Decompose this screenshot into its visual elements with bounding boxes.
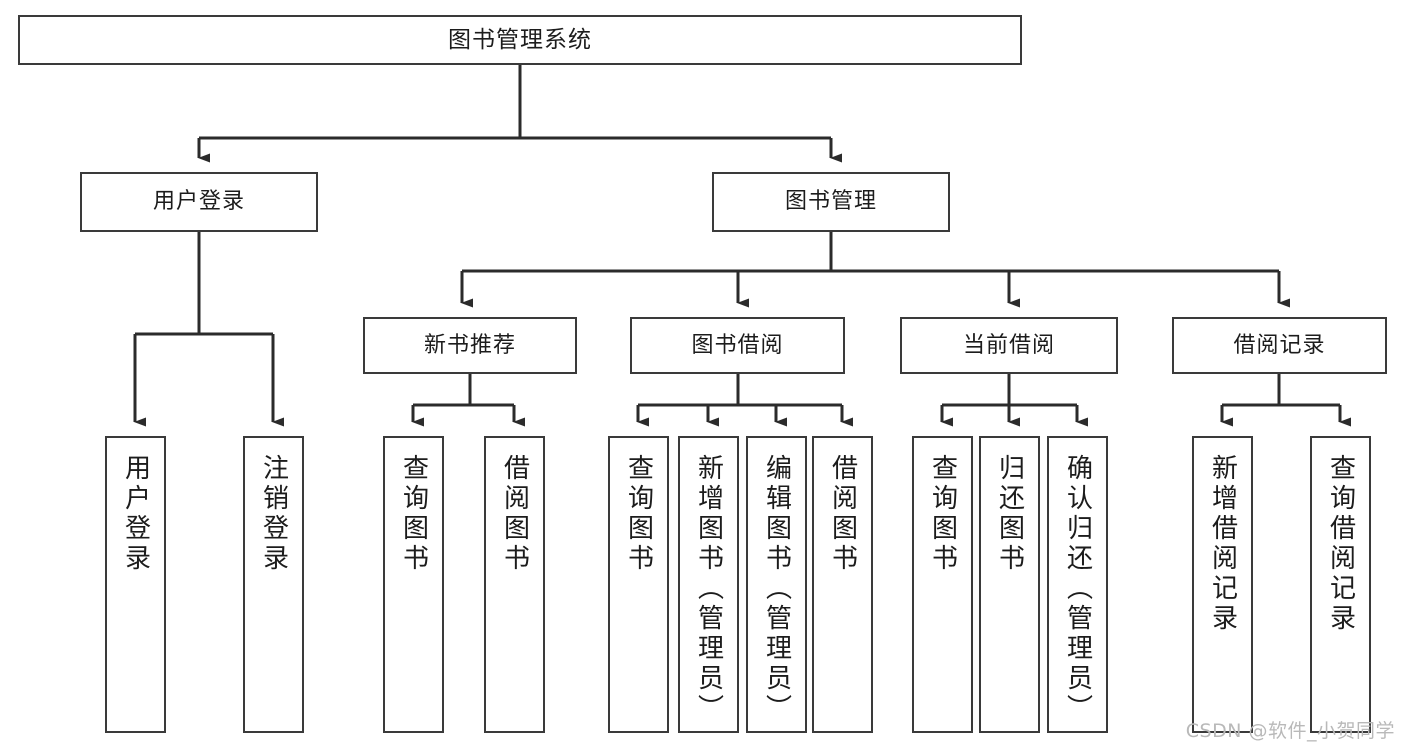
leaf-recommend-query-book[interactable]: 查询图书 <box>383 436 444 733</box>
node-label: 图书管理 <box>784 189 877 215</box>
leaf-borrow-query-book[interactable]: 查询图书 <box>608 436 669 733</box>
leaf-current-query-book[interactable]: 查询图书 <box>912 436 973 733</box>
node-label: 用户登录 <box>120 454 151 574</box>
node-label: 确认归还（管理员） <box>1062 454 1093 724</box>
node-label: 当前借阅 <box>962 332 1055 358</box>
node-label: 借阅图书 <box>827 454 858 574</box>
leaf-user-login[interactable]: 用户登录 <box>105 436 166 733</box>
node-label: 用户登录 <box>152 189 245 215</box>
node-label: 借阅图书 <box>499 454 530 574</box>
node-label: 新书推荐 <box>423 332 516 358</box>
csdn-watermark: CSDN @软件_小贺同学 <box>1185 720 1395 742</box>
leaf-record-query-record[interactable]: 查询借阅记录 <box>1310 436 1371 733</box>
leaf-borrow-borrow-book[interactable]: 借阅图书 <box>812 436 873 733</box>
node-user-login[interactable]: 用户登录 <box>80 172 318 232</box>
node-label: 注销登录 <box>258 454 289 574</box>
node-label: 图书管理系统 <box>448 26 592 53</box>
leaf-current-confirm-return-admin[interactable]: 确认归还（管理员） <box>1047 436 1108 733</box>
leaf-recommend-borrow-book[interactable]: 借阅图书 <box>484 436 545 733</box>
node-label: 查询图书 <box>927 454 958 574</box>
node-label: 编辑图书（管理员） <box>761 454 792 724</box>
node-label: 图书借阅 <box>691 332 784 358</box>
node-book-management[interactable]: 图书管理 <box>712 172 950 232</box>
node-label: 查询图书 <box>623 454 654 574</box>
node-label: 新增借阅记录 <box>1207 454 1238 634</box>
leaf-borrow-add-book-admin[interactable]: 新增图书（管理员） <box>678 436 739 733</box>
node-label: 归还图书 <box>994 454 1025 574</box>
node-label: 新增图书（管理员） <box>693 454 724 724</box>
node-current-borrow[interactable]: 当前借阅 <box>900 317 1118 374</box>
node-label: 查询图书 <box>398 454 429 574</box>
node-root-system[interactable]: 图书管理系统 <box>18 15 1022 65</box>
node-borrow-record[interactable]: 借阅记录 <box>1172 317 1387 374</box>
node-book-borrow[interactable]: 图书借阅 <box>630 317 845 374</box>
leaf-record-add-record[interactable]: 新增借阅记录 <box>1192 436 1253 733</box>
node-label: 查询借阅记录 <box>1325 454 1356 634</box>
leaf-borrow-edit-book-admin[interactable]: 编辑图书（管理员） <box>746 436 807 733</box>
node-label: 借阅记录 <box>1233 332 1326 358</box>
node-new-book-recommend[interactable]: 新书推荐 <box>363 317 577 374</box>
leaf-logout[interactable]: 注销登录 <box>243 436 304 733</box>
leaf-current-return-book[interactable]: 归还图书 <box>979 436 1040 733</box>
